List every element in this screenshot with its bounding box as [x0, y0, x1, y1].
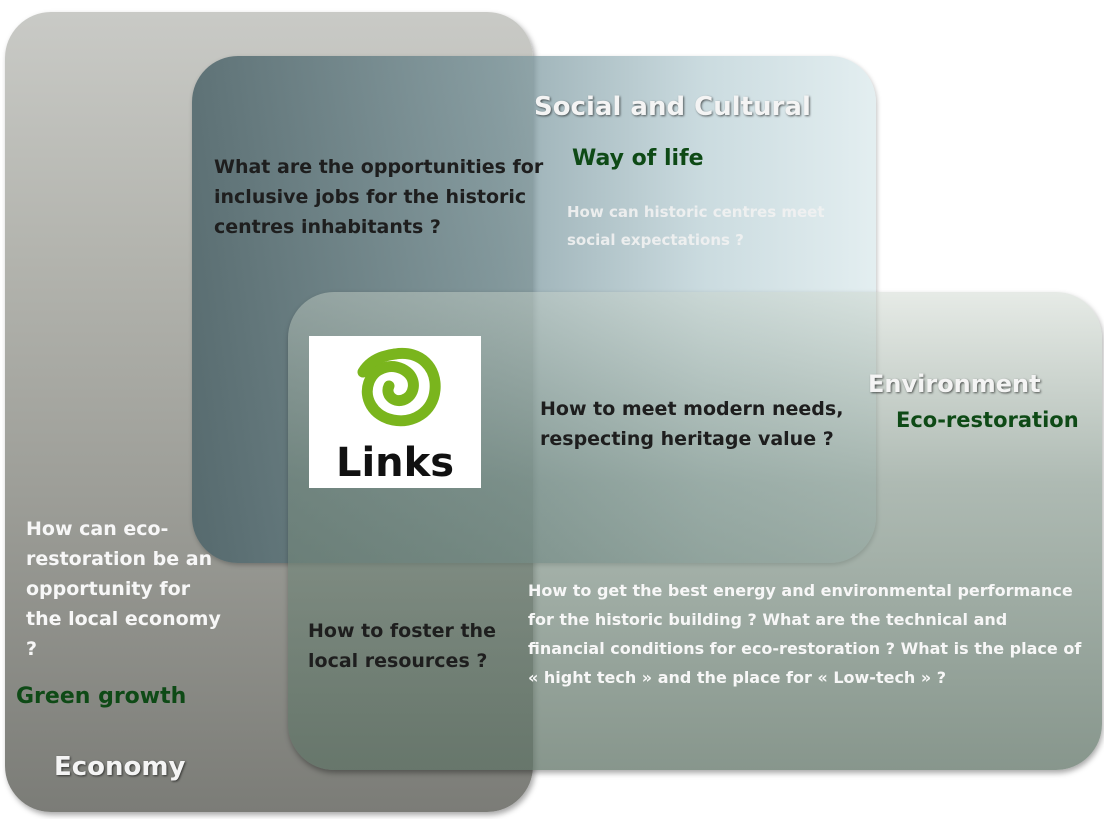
modern-needs-question: How to meet modern needs, respecting her… — [540, 398, 844, 450]
eco-restoration-economy-question: How can eco-restoration be an opportunit… — [26, 518, 221, 660]
social-expectations-question: How can historic centres meet social exp… — [567, 203, 825, 249]
environment-title: Environment — [868, 370, 1041, 398]
local-resources-question: How to foster the local resources ? — [308, 620, 496, 672]
economy-title: Economy — [54, 752, 186, 782]
social-cultural-title: Social and Cultural — [534, 92, 811, 122]
inclusive-jobs-question: What are the opportunities for inclusive… — [214, 156, 544, 238]
spiral-icon — [357, 347, 441, 427]
eco-restoration-subtitle: Eco-restoration — [896, 408, 1079, 432]
way-of-life-subtitle: Way of life — [572, 146, 704, 171]
energy-performance-questions: How to get the best energy and environme… — [528, 581, 1082, 687]
green-growth-subtitle: Green growth — [16, 684, 187, 709]
links-logo: Links — [309, 336, 481, 488]
links-logo-text: Links — [335, 440, 455, 486]
